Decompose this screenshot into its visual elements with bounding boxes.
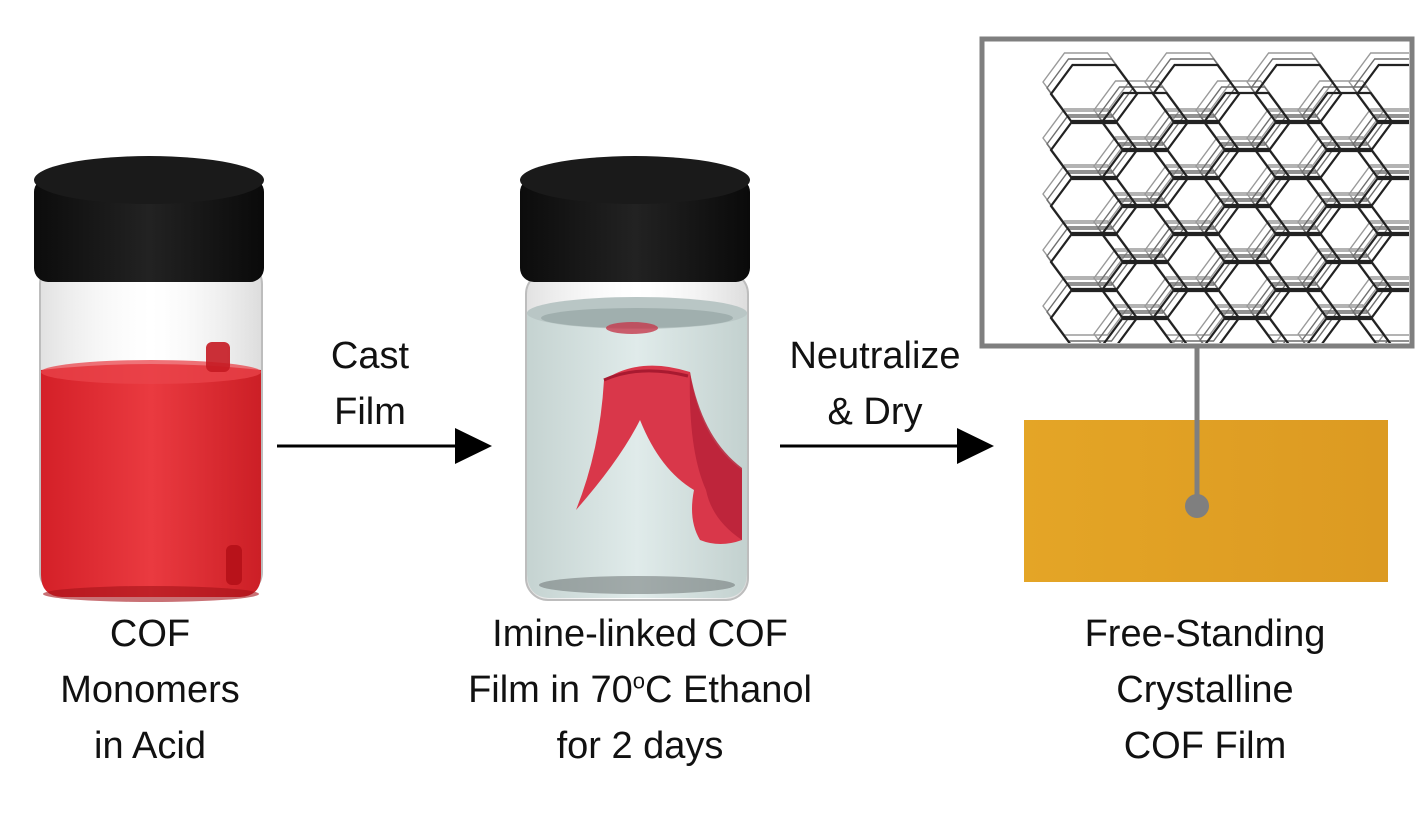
step-label-line: in Acid: [94, 725, 206, 767]
step-label-line-compound: Film in 70oC Ethanol: [430, 662, 850, 718]
lattice-hexagon: [1355, 287, 1409, 343]
inset-connector: [1185, 346, 1209, 518]
arrow-label-cast-film: Cast Film: [300, 328, 440, 440]
step-label-line: Crystalline: [1116, 669, 1294, 711]
lattice-hexagon: [1204, 315, 1290, 343]
arrow-label-neutralize-dry: Neutralize & Dry: [770, 328, 980, 440]
step-label-line: Monomers: [60, 669, 240, 711]
step-label-monomers: COF Monomers in Acid: [20, 606, 280, 774]
lattice-hexagon: [1355, 63, 1409, 125]
step-label-line: Free-Standing: [1084, 613, 1326, 655]
step-label-fragment: Film in 70: [468, 669, 633, 711]
lattice-hexagon: [1355, 119, 1409, 181]
arrow-neutralize-dry: [780, 428, 994, 464]
lattice-hexagon: [1355, 175, 1409, 237]
step-label-line: for 2 days: [556, 725, 724, 767]
arrow-label-line: & Dry: [827, 391, 923, 433]
lattice-hexagon: [1355, 231, 1409, 293]
vial-with-red-solution-icon: [34, 156, 264, 602]
arrow-label-line: Neutralize: [789, 335, 961, 377]
vial-with-film-in-ethanol-icon: [520, 156, 750, 601]
step-label-imine-film: Imine-linked COF Film in 70oC Ethanol fo…: [430, 606, 850, 774]
honeycomb-lattice-inset-icon: [1042, 52, 1409, 343]
arrow-cast-film: [277, 428, 492, 464]
lattice-hexagon: [1307, 315, 1392, 343]
step-label-line: Imine-linked COF: [492, 613, 788, 655]
arrow-label-line: Cast: [330, 335, 410, 377]
step-label-fragment: C Ethanol: [645, 669, 812, 711]
lattice-hexagon: [1102, 315, 1188, 343]
degree-superscript: o: [632, 668, 646, 694]
step-label-line: COF: [109, 613, 191, 655]
step-label-free-standing-film: Free-Standing Crystalline COF Film: [1040, 606, 1370, 774]
step-label-line: COF Film: [1123, 725, 1287, 767]
arrow-label-line: Film: [334, 391, 406, 433]
